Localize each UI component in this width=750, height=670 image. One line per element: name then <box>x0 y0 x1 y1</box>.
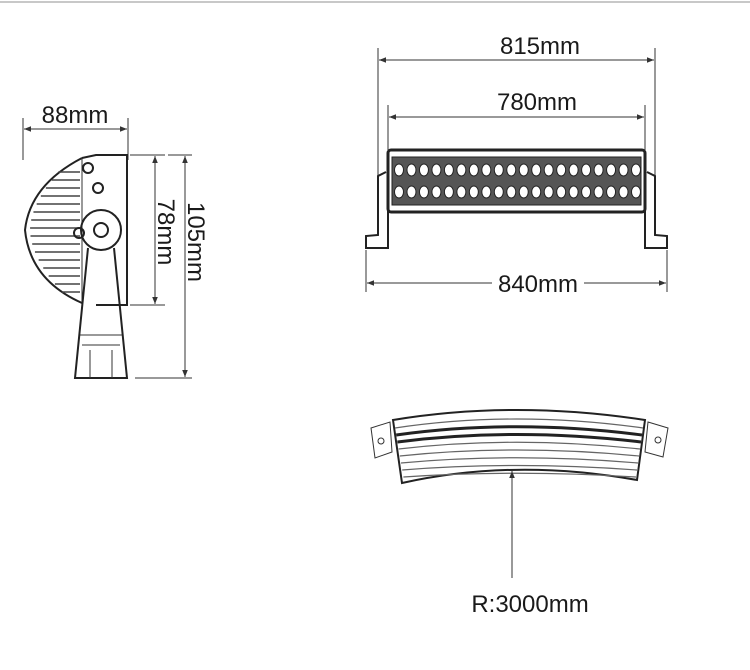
fin-curve <box>394 418 644 429</box>
left-end-bracket <box>370 421 393 459</box>
led-icon <box>593 163 604 177</box>
led-icon <box>618 163 629 177</box>
fin-curve <box>399 449 640 457</box>
led-array <box>394 163 641 199</box>
led-icon <box>456 163 467 177</box>
right-bracket <box>644 171 668 249</box>
bolt-icon <box>82 162 94 174</box>
right-end-bracket <box>644 421 669 458</box>
led-icon <box>431 163 442 177</box>
curved-bar-fins <box>394 418 644 478</box>
led-icon <box>443 185 454 199</box>
top-curved-view: R:3000mm <box>370 409 669 618</box>
pivot-bolt-icon <box>93 222 109 238</box>
fin-curve <box>403 472 637 478</box>
front-view: 815mm 780mm 840mm <box>365 33 668 298</box>
led-icon <box>631 185 641 199</box>
radius-label: R:3000mm <box>471 591 588 618</box>
width-815-label: 815mm <box>500 33 580 60</box>
led-icon <box>468 185 479 199</box>
led-icon <box>431 185 442 199</box>
led-icon <box>394 185 404 199</box>
lens-curve <box>23 157 83 304</box>
led-icon <box>543 163 554 177</box>
led-icon <box>518 163 529 177</box>
mounting-bracket <box>73 247 129 379</box>
led-icon <box>606 163 617 177</box>
led-icon <box>468 163 479 177</box>
led-icon <box>406 163 417 177</box>
fin-curve <box>397 433 642 444</box>
led-icon <box>493 163 504 177</box>
bracket-foot <box>80 334 122 378</box>
led-icon <box>518 185 529 199</box>
width-780-label: 780mm <box>497 89 577 116</box>
led-icon <box>406 185 417 199</box>
led-icon <box>606 185 617 199</box>
led-icon <box>456 185 467 199</box>
pivot-mount <box>80 209 122 251</box>
led-icon <box>506 163 517 177</box>
led-icon <box>618 185 629 199</box>
led-icon <box>543 185 554 199</box>
led-icon <box>531 185 542 199</box>
fin-curve <box>400 457 639 464</box>
height-105-label: 105mm <box>182 202 209 282</box>
led-icon <box>556 163 567 177</box>
led-icon <box>481 163 492 177</box>
bolt-icon <box>73 227 85 239</box>
housing-outline <box>81 154 128 306</box>
led-icon <box>631 163 641 177</box>
fin-curve <box>402 464 638 471</box>
led-icon <box>556 185 567 199</box>
led-icon <box>568 163 579 177</box>
left-bracket <box>365 171 389 249</box>
led-panel <box>391 156 642 206</box>
side-view: 88mm 78mm 105mm <box>22 102 209 379</box>
led-icon <box>531 163 542 177</box>
bolt-icon <box>92 182 104 194</box>
bolt-icon <box>654 436 662 444</box>
led-icon <box>418 185 429 199</box>
led-icon <box>593 185 604 199</box>
curved-bar-outline <box>391 409 647 485</box>
led-icon <box>493 185 504 199</box>
led-icon <box>506 185 517 199</box>
heatsink-fins <box>30 171 80 293</box>
led-icon <box>394 163 404 177</box>
height-78-label: 78mm <box>152 199 179 266</box>
led-icon <box>581 185 592 199</box>
led-icon <box>481 185 492 199</box>
bolt-icon <box>377 437 385 445</box>
led-icon <box>443 163 454 177</box>
fin-curve <box>398 441 641 450</box>
led-icon <box>581 163 592 177</box>
led-icon <box>568 185 579 199</box>
width-840-label: 840mm <box>498 271 578 298</box>
led-icon <box>418 163 429 177</box>
width-88-label: 88mm <box>42 102 109 129</box>
fin-curve <box>395 425 643 437</box>
